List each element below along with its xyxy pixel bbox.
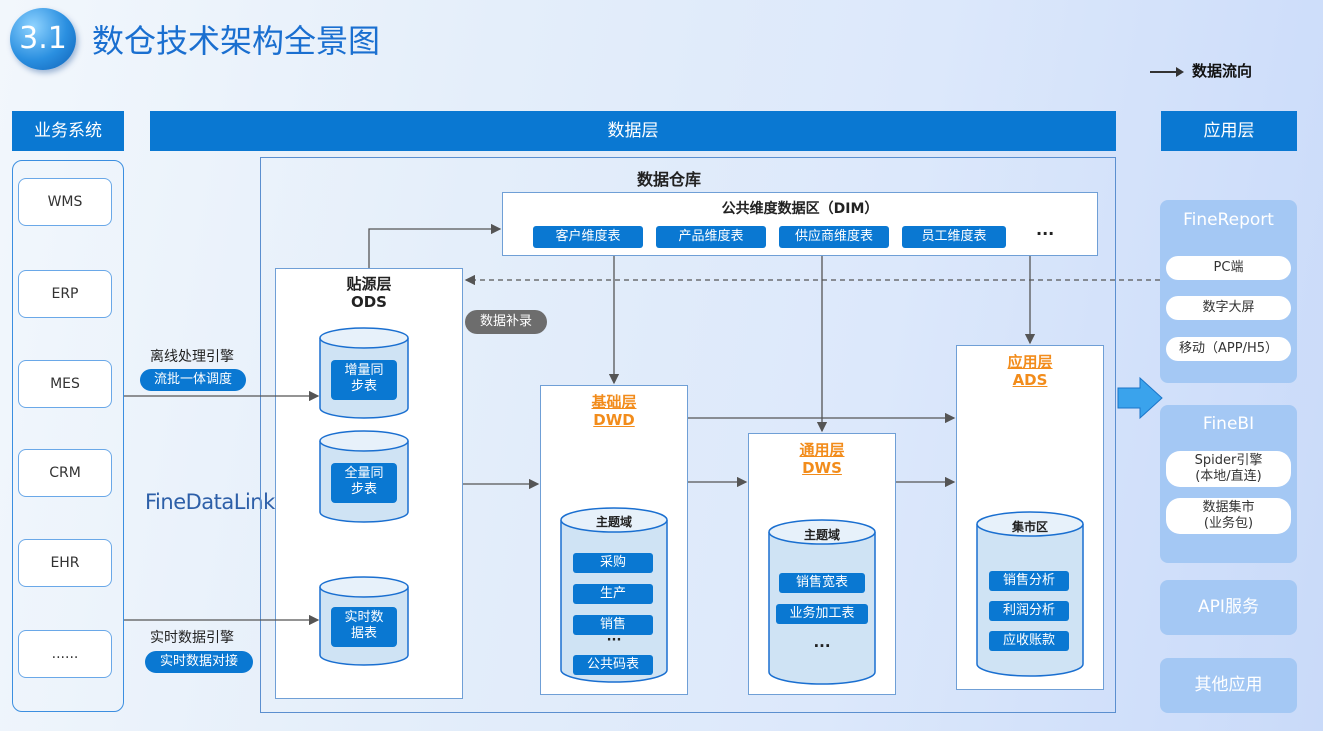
ods-realtime-label: 实时数 据表 (331, 610, 397, 642)
finebi-datamart-line2: (业务包) (1203, 516, 1254, 531)
system-ehr: EHR (18, 539, 112, 587)
offline-engine-label: 离线处理引擎 (150, 349, 234, 365)
data-layer-header: 数据层 (150, 111, 1116, 151)
finebi-spider-line1: Spider引擎 (1194, 453, 1263, 468)
realtime-connect-pill: 实时数据对接 (145, 651, 253, 673)
ods-incremental-line1: 增量同 (344, 363, 384, 378)
dwd-item-code-table: 公共码表 (573, 655, 653, 675)
system-wms: WMS (18, 178, 112, 226)
dws-item-sales-wide: 销售宽表 (779, 573, 865, 593)
dim-table-product: 产品维度表 (656, 226, 766, 248)
data-warehouse-title: 数据仓库 (637, 170, 702, 189)
ads-title-cn: 应用层 (1007, 353, 1053, 371)
dim-table-employee: 员工维度表 (902, 226, 1006, 248)
page-title: 数仓技术架构全景图 (92, 22, 381, 60)
ods-realtime-line1: 实时数 (344, 610, 384, 625)
data-warehouse-panel (260, 157, 1116, 713)
data-supplement-pill: 数据补录 (465, 310, 547, 334)
api-service: API服务 (1160, 580, 1297, 635)
dim-table-customer: 客户维度表 (533, 226, 643, 248)
ods-full-label: 全量同 步表 (331, 466, 397, 498)
dwd-title-cn: 基础层 (591, 393, 637, 411)
ods-full-line2: 步表 (350, 482, 377, 497)
dim-more: ··· (1036, 224, 1055, 243)
dwd-title-en: DWD (593, 411, 635, 429)
dwd-item-production: 生产 (573, 584, 653, 604)
dws-more: ··· (813, 637, 831, 655)
legend-label: 数据流向 (1192, 62, 1253, 80)
finereport-pc: PC端 (1166, 256, 1291, 280)
ads-item-profit-analysis: 利润分析 (989, 601, 1069, 621)
system-erp: ERP (18, 270, 112, 318)
finereport-mobile: 移动（APP/H5） (1166, 337, 1291, 361)
ods-title-cn: 贴源层 (346, 275, 392, 293)
section-badge: 3.1 (10, 8, 76, 70)
dws-cylinder (768, 519, 876, 685)
finereport-title: FineReport (1183, 210, 1274, 230)
business-systems-panel (12, 160, 124, 712)
finebi-datamart-line1: 数据集市 (1202, 500, 1255, 515)
arrow-ods-dim (368, 223, 502, 268)
ads-cylinder (976, 511, 1084, 677)
ads-item-receivables: 应收账款 (989, 631, 1069, 651)
dim-title: 公共维度数据区（DIM） (721, 201, 879, 217)
arrow-icon (1150, 66, 1184, 77)
system-crm: CRM (18, 449, 112, 497)
dws-item-business-process: 业务加工表 (776, 604, 868, 624)
ads-domain-label: 集市区 (1011, 520, 1048, 534)
offline-schedule-pill: 流批一体调度 (140, 369, 246, 391)
ods-incremental-label: 增量同 步表 (331, 363, 397, 395)
dim-table-supplier: 供应商维度表 (779, 226, 889, 248)
ods-cylinder-realtime (319, 576, 409, 666)
app-layer-header: 应用层 (1161, 111, 1297, 151)
dwd-item-purchase: 采购 (573, 553, 653, 573)
ads-title-en: ADS (1012, 371, 1048, 389)
business-header: 业务系统 (12, 111, 124, 151)
system-more: ...... (18, 630, 112, 678)
ods-cylinder-full (319, 430, 409, 523)
finereport-bigscreen: 数字大屏 (1166, 296, 1291, 320)
dws-title-en: DWS (802, 459, 842, 477)
legend: 数据流向 (1150, 60, 1252, 81)
dws-domain-label: 主题域 (803, 528, 840, 542)
ads-item-sales-analysis: 销售分析 (989, 571, 1069, 591)
finebi-spider-line2: (本地/直连) (1195, 469, 1262, 484)
finebi-datamart: 数据集市 (业务包) (1166, 498, 1291, 534)
finebi-spider: Spider引擎 (本地/直连) (1166, 451, 1291, 487)
big-arrow-icon (1117, 376, 1163, 420)
dws-title-cn: 通用层 (799, 441, 845, 459)
dwd-more: ··· (606, 633, 622, 648)
ods-cylinder-incremental (319, 327, 409, 419)
ods-realtime-line2: 据表 (350, 626, 377, 641)
dwd-item-sales: 销售 (573, 615, 653, 635)
ods-title-en: ODS (350, 293, 387, 311)
system-mes: MES (18, 360, 112, 408)
finedatalink-logo: FineDataLink (145, 490, 275, 514)
ods-full-line1: 全量同 (344, 466, 384, 481)
dwd-domain-label: 主题域 (595, 515, 632, 529)
finebi-title: FineBI (1202, 414, 1255, 434)
other-apps: 其他应用 (1160, 658, 1297, 713)
realtime-engine-label: 实时数据引擎 (150, 630, 234, 646)
ods-incremental-line2: 步表 (350, 379, 377, 394)
